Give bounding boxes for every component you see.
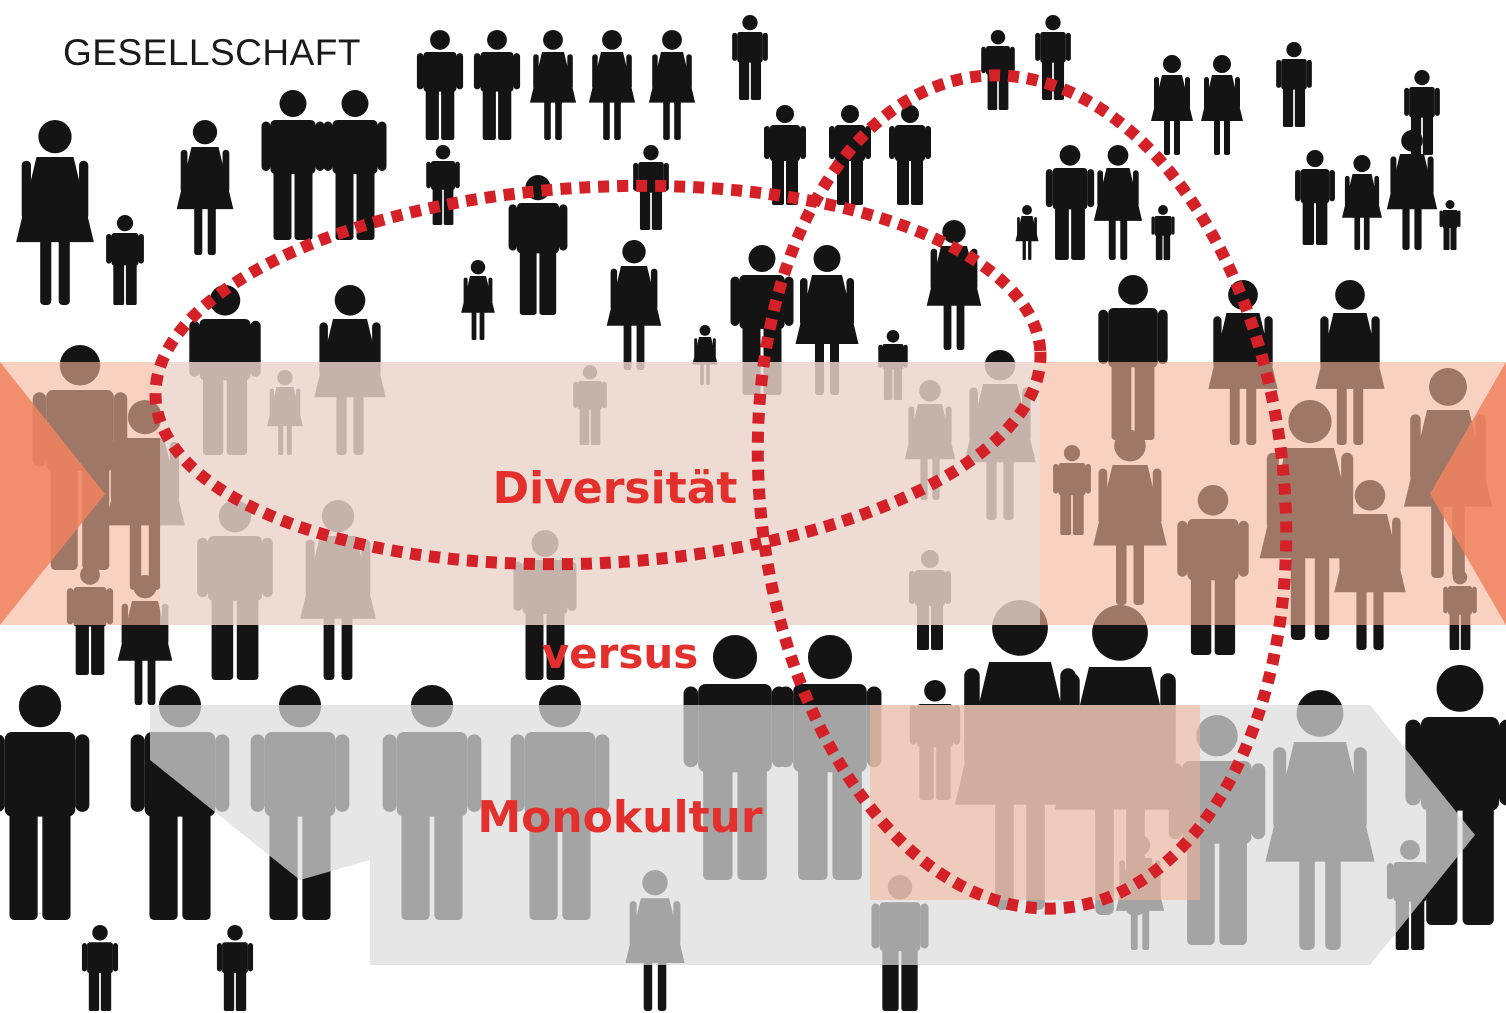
monoculture-label: Monokultur bbox=[477, 792, 763, 843]
diversity-ellipse bbox=[149, 179, 1047, 571]
person-man-icon bbox=[1439, 200, 1461, 250]
person-man-icon bbox=[106, 215, 144, 305]
left-arrow-tip bbox=[0, 362, 105, 625]
person-man-icon bbox=[1151, 205, 1175, 260]
person-woman-icon bbox=[648, 30, 696, 140]
right-arrow-tip bbox=[1430, 362, 1506, 625]
person-woman-icon bbox=[588, 30, 636, 140]
diagram-title: GESELLSCHAFT bbox=[63, 32, 361, 73]
person-woman-icon bbox=[1201, 55, 1243, 155]
overlap-ellipse bbox=[751, 69, 1293, 915]
versus-label: versus bbox=[542, 629, 698, 678]
person-man-icon bbox=[216, 925, 254, 1011]
monoculture-arrow bbox=[150, 705, 1475, 965]
person-woman-icon bbox=[1093, 145, 1143, 260]
person-woman-icon bbox=[16, 120, 94, 305]
person-woman-icon bbox=[1342, 155, 1382, 250]
person-man-icon bbox=[1295, 150, 1335, 245]
person-man-icon bbox=[889, 105, 931, 205]
diversity-band bbox=[0, 362, 1506, 625]
person-man-icon bbox=[1276, 42, 1312, 127]
person-woman-icon bbox=[529, 30, 577, 140]
person-woman-icon bbox=[461, 260, 495, 340]
person-man-icon bbox=[508, 175, 568, 315]
person-woman-icon bbox=[606, 240, 662, 370]
person-man-icon bbox=[416, 30, 464, 140]
person-man-icon bbox=[81, 925, 119, 1011]
person-man-icon bbox=[261, 90, 325, 240]
person-woman-icon bbox=[1151, 55, 1193, 155]
person-man-icon bbox=[473, 30, 521, 140]
person-man-icon bbox=[732, 15, 768, 100]
person-man-icon bbox=[0, 685, 90, 920]
diversity-label: Diversität bbox=[493, 463, 738, 514]
person-woman-icon bbox=[176, 120, 234, 255]
person-man-icon bbox=[1045, 145, 1095, 260]
person-woman-icon bbox=[1015, 205, 1039, 260]
